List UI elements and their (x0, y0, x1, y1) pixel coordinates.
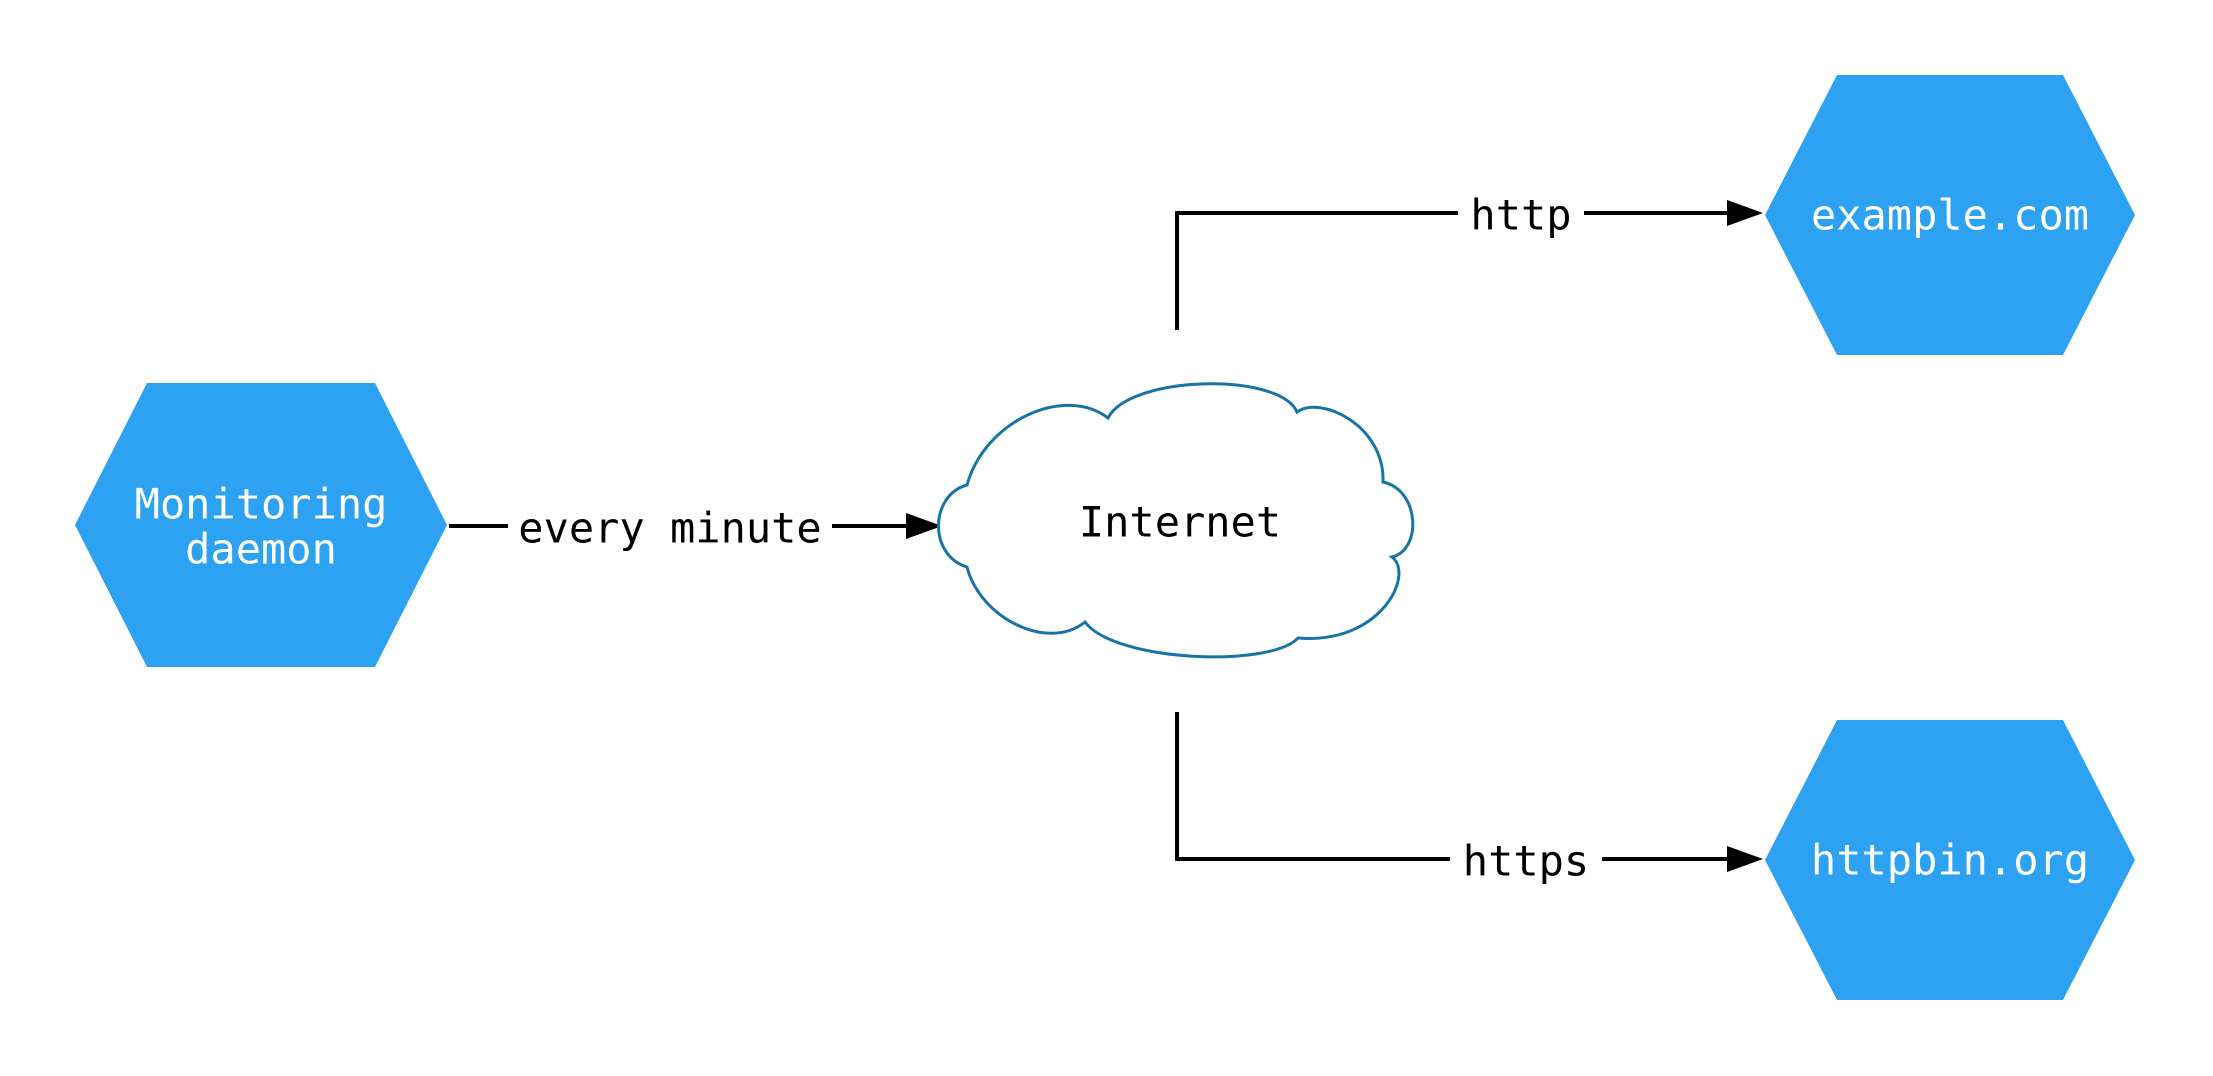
edge-label-background (508, 500, 832, 552)
node-label-httpbin-org: httpbin.org (1811, 836, 2089, 885)
arrowhead-right-icon (1727, 200, 1763, 226)
cloud-shape (937, 382, 1415, 659)
node-label-line1: Monitoring (135, 480, 388, 529)
node-label-internet: Internet (1079, 498, 1281, 547)
node-label-line2: daemon (185, 525, 337, 574)
edge-internet-to-example: http (1175, 187, 1763, 330)
edge-label-background (1458, 187, 1584, 239)
hexagon-shape (1765, 75, 2135, 355)
hexagon-shape (1765, 720, 2135, 1000)
node-httpbin-org: httpbin.org (1765, 720, 2135, 1000)
node-internet: Internet (937, 382, 1415, 659)
node-monitoring-daemon: Monitoring daemon (75, 383, 447, 667)
edge-label-http: http (1470, 191, 1571, 240)
edge-label-background (1450, 833, 1602, 885)
arrowhead-right-icon (1727, 846, 1763, 872)
hexagon-shape (75, 383, 447, 667)
edge-label-every-minute: every minute (518, 504, 821, 553)
edge-monitoring-to-internet: every minute (449, 500, 942, 553)
edge-line (1175, 211, 1728, 330)
edge-internet-to-httpbin: https (1175, 712, 1763, 886)
edge-label-https: https (1463, 837, 1589, 886)
arrowhead-right-icon (906, 513, 942, 539)
node-label-example-com: example.com (1811, 191, 2089, 240)
node-example-com: example.com (1765, 75, 2135, 355)
